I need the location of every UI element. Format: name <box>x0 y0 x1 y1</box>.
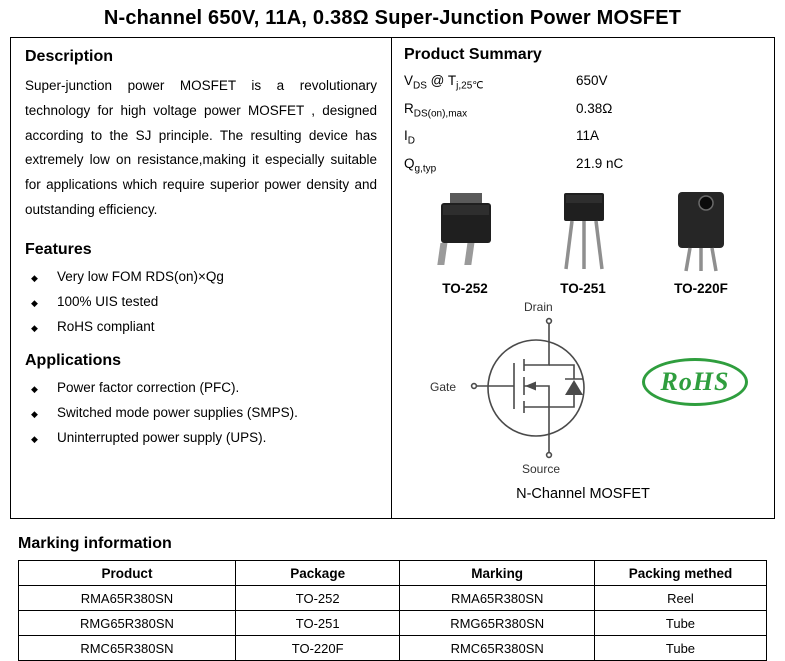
applications-heading: Applications <box>25 351 122 369</box>
drain-label: Drain <box>524 299 553 314</box>
application-item: ◆ Power factor correction (PFC). <box>31 380 377 395</box>
page-title: N-channel 650V, 11A, 0.38Ω Super-Junctio… <box>103 7 682 29</box>
col-header-marking: Marking <box>399 560 595 586</box>
table-cell: RMG65R380SN <box>399 610 595 636</box>
param-symbol: V <box>404 73 414 88</box>
param-subscript: D <box>407 136 415 148</box>
table-cell: TO-220F <box>234 635 401 661</box>
parameter-value: 650V <box>576 73 608 88</box>
package-to252 <box>410 189 520 273</box>
feature-text: RoHS compliant <box>57 318 155 334</box>
package-to251 <box>528 189 638 273</box>
package-label: TO-251 <box>560 280 606 296</box>
parameter-value: 0.38Ω <box>576 100 613 116</box>
to-251-image <box>564 192 604 269</box>
marking-section: Marking information Product Package Mark… <box>18 535 768 661</box>
package-label: TO-252 <box>442 280 488 296</box>
main-columns: Description Super-junction power MOSFET … <box>10 37 775 519</box>
parameter-label: ID <box>404 128 576 147</box>
bullet-icon: ◆ <box>31 322 38 333</box>
feature-text: 100% UIS tested <box>57 293 159 309</box>
bullet-icon: ◆ <box>31 383 38 394</box>
col-header-package: Package <box>234 560 401 586</box>
table-row: RMA65R380SN TO-252 RMA65R380SN Reel <box>18 585 768 611</box>
description-body: Super-junction power MOSFET is a revolut… <box>25 78 377 218</box>
marking-heading: Marking information <box>18 535 172 552</box>
package-to220f <box>646 189 756 273</box>
symbol-caption: N-Channel MOSFET <box>516 485 650 502</box>
parameter-value: 21.9 nC <box>576 156 624 172</box>
param-subscript: DS <box>413 80 427 92</box>
mosfet-symbol <box>470 317 585 458</box>
table-cell: Reel <box>593 585 768 611</box>
bullet-icon: ◆ <box>31 297 38 308</box>
description-heading: Description <box>25 48 114 65</box>
table-cell: Tube <box>593 635 768 661</box>
table-cell: RMC65R380SN <box>399 635 595 661</box>
to-252-image <box>437 192 491 265</box>
param-symbol: Q <box>404 156 415 172</box>
param-subscript: DS(on),max <box>413 108 468 120</box>
parameter-label: RDS(on),max <box>404 101 576 120</box>
parameter-value: 11A <box>576 128 600 144</box>
table-cell: RMG65R380SN <box>18 610 236 636</box>
table-row: RMG65R380SN TO-251 RMG65R380SN Tube <box>18 610 768 636</box>
application-item: ◆ Switched mode power supplies (SMPS). <box>31 405 377 420</box>
parameter-label: VDS @ Tj,25℃ <box>404 73 576 92</box>
application-item: ◆ Uninterrupted power supply (UPS). <box>31 430 377 445</box>
gate-label: Gate <box>430 379 457 394</box>
col-header-packing: Packing methed <box>593 560 768 586</box>
table-cell: RMA65R380SN <box>18 585 236 611</box>
package-row <box>410 189 756 273</box>
table-cell: Tube <box>593 610 768 636</box>
param-mid: @ T <box>426 73 457 88</box>
param-subscript: g,typ <box>414 163 437 175</box>
source-label: Source <box>522 461 561 476</box>
table-cell: RMA65R380SN <box>399 585 595 611</box>
param-subscript: j,25℃ <box>456 80 484 92</box>
table-cell: TO-251 <box>234 610 401 636</box>
table-row: RMC65R380SN TO-220F RMC65R380SN Tube <box>18 635 768 661</box>
feature-text: Very low FOM RDS(on)×Qg <box>57 268 224 284</box>
application-text: Uninterrupted power supply (UPS). <box>57 429 267 445</box>
application-text: Switched mode power supplies (SMPS). <box>57 404 298 420</box>
application-text: Power factor correction (PFC). <box>57 379 240 395</box>
package-labels: TO-252 TO-251 TO-220F <box>410 275 756 296</box>
marking-table: Product Package Marking Packing methed R… <box>18 560 768 661</box>
to-220f-image <box>678 191 724 272</box>
bullet-icon: ◆ <box>31 408 38 419</box>
feature-item: ◆ RoHS compliant <box>31 319 377 334</box>
features-heading: Features <box>25 240 92 258</box>
bullet-icon: ◆ <box>31 272 38 283</box>
parameter-label: Qg,typ <box>404 156 576 175</box>
feature-item: ◆ Very low FOM RDS(on)×Qg <box>31 269 377 284</box>
table-cell: TO-252 <box>234 585 401 611</box>
product-summary-heading: Product Summary <box>404 46 542 63</box>
table-cell: RMC65R380SN <box>18 635 236 661</box>
param-symbol: I <box>404 128 408 144</box>
rohs-logo: RoHS <box>642 357 748 406</box>
summary-row: VDS @ Tj,25℃ 650V <box>404 73 762 92</box>
col-header-product: Product <box>18 560 236 586</box>
mosfet-symbol-area: Drain Gate Source <box>404 300 762 478</box>
description-box: Description Super-junction power MOSFET … <box>10 37 392 519</box>
bullet-icon: ◆ <box>31 433 38 444</box>
summary-row: ID 11A <box>404 128 762 147</box>
summary-row: Qg,typ 21.9 nC <box>404 156 762 175</box>
product-summary-box: Product Summary VDS @ Tj,25℃ 650V RDS(on… <box>392 37 775 519</box>
package-label: TO-220F <box>674 280 728 296</box>
summary-row: RDS(on),max 0.38Ω <box>404 101 762 120</box>
param-symbol: R <box>404 100 414 116</box>
table-header-row: Product Package Marking Packing methed <box>18 560 768 586</box>
feature-item: ◆ 100% UIS tested <box>31 294 377 309</box>
